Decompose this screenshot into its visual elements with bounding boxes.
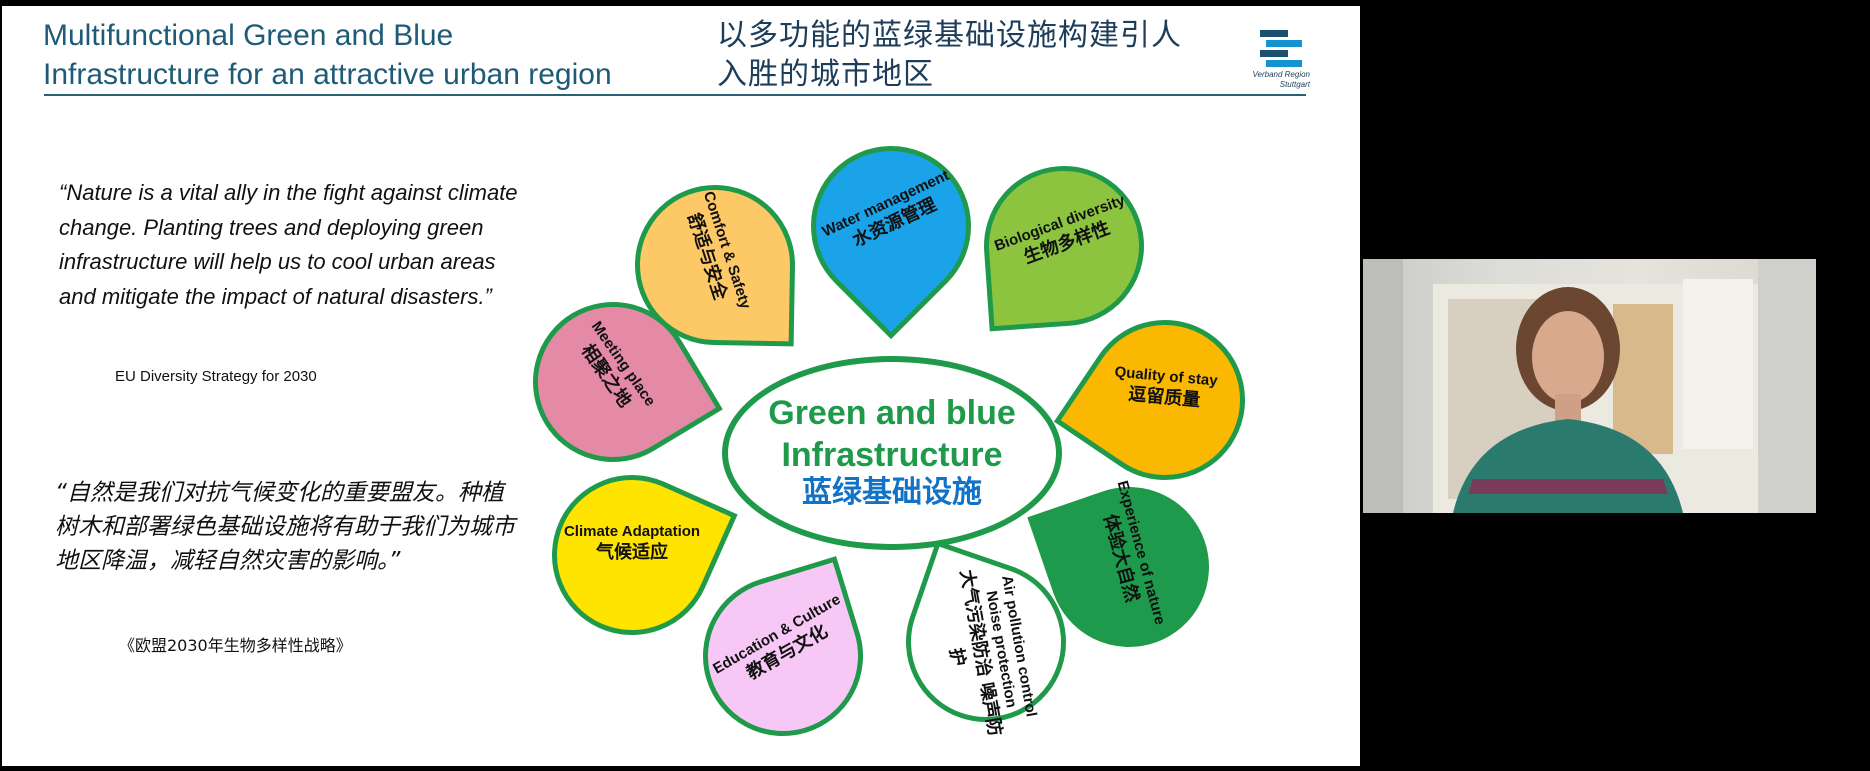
petal-label-climate-adaptation: Climate Adaptation 气候适应 [547, 523, 717, 565]
presenter-video [1363, 259, 1816, 513]
petal-label-zh: 气候适应 [596, 542, 668, 563]
quote-source-zh: 《欧盟2030年生物多样性战略》 [119, 636, 352, 655]
presentation-slide: Multifunctional Green and Blue Infrastru… [2, 6, 1360, 766]
quote-en: “Nature is a vital ally in the fight aga… [59, 180, 518, 309]
quote-source-en: EU Diversity Strategy for 2030 [115, 368, 317, 385]
slide-title-en: Multifunctional Green and Blue Infrastru… [43, 16, 612, 94]
title-zh-line1: 以多功能的蓝绿基础设施构建引人 [717, 18, 1182, 53]
center-label-en: Green and blue Infrastructure [768, 394, 1016, 474]
presenter-video-frame [1363, 259, 1816, 513]
title-divider [44, 94, 1306, 96]
slide-title-zh: 以多功能的蓝绿基础设施构建引人 入胜的城市地区 [717, 16, 1182, 94]
quote-zh: “自然是我们对抗气候变化的重要盟友。种植树木和部署绿色基础设施将有助于我们为城市… [55, 480, 515, 574]
title-en-line1: Multifunctional Green and Blue [43, 19, 454, 52]
title-zh-line2: 入胜的城市地区 [717, 57, 934, 92]
center-ellipse: Green and blue Infrastructure 蓝绿基础设施 [722, 356, 1062, 550]
center-label-zh: 蓝绿基础设施 [802, 475, 982, 510]
title-en-line2: Infrastructure for an attractive urban r… [43, 58, 612, 91]
logo-text: Verband Region [1252, 70, 1310, 79]
logo-icon [1260, 30, 1302, 70]
petal-label-en: Climate Adaptation [563, 523, 701, 540]
logo-text: Stuttgart [1279, 80, 1310, 89]
